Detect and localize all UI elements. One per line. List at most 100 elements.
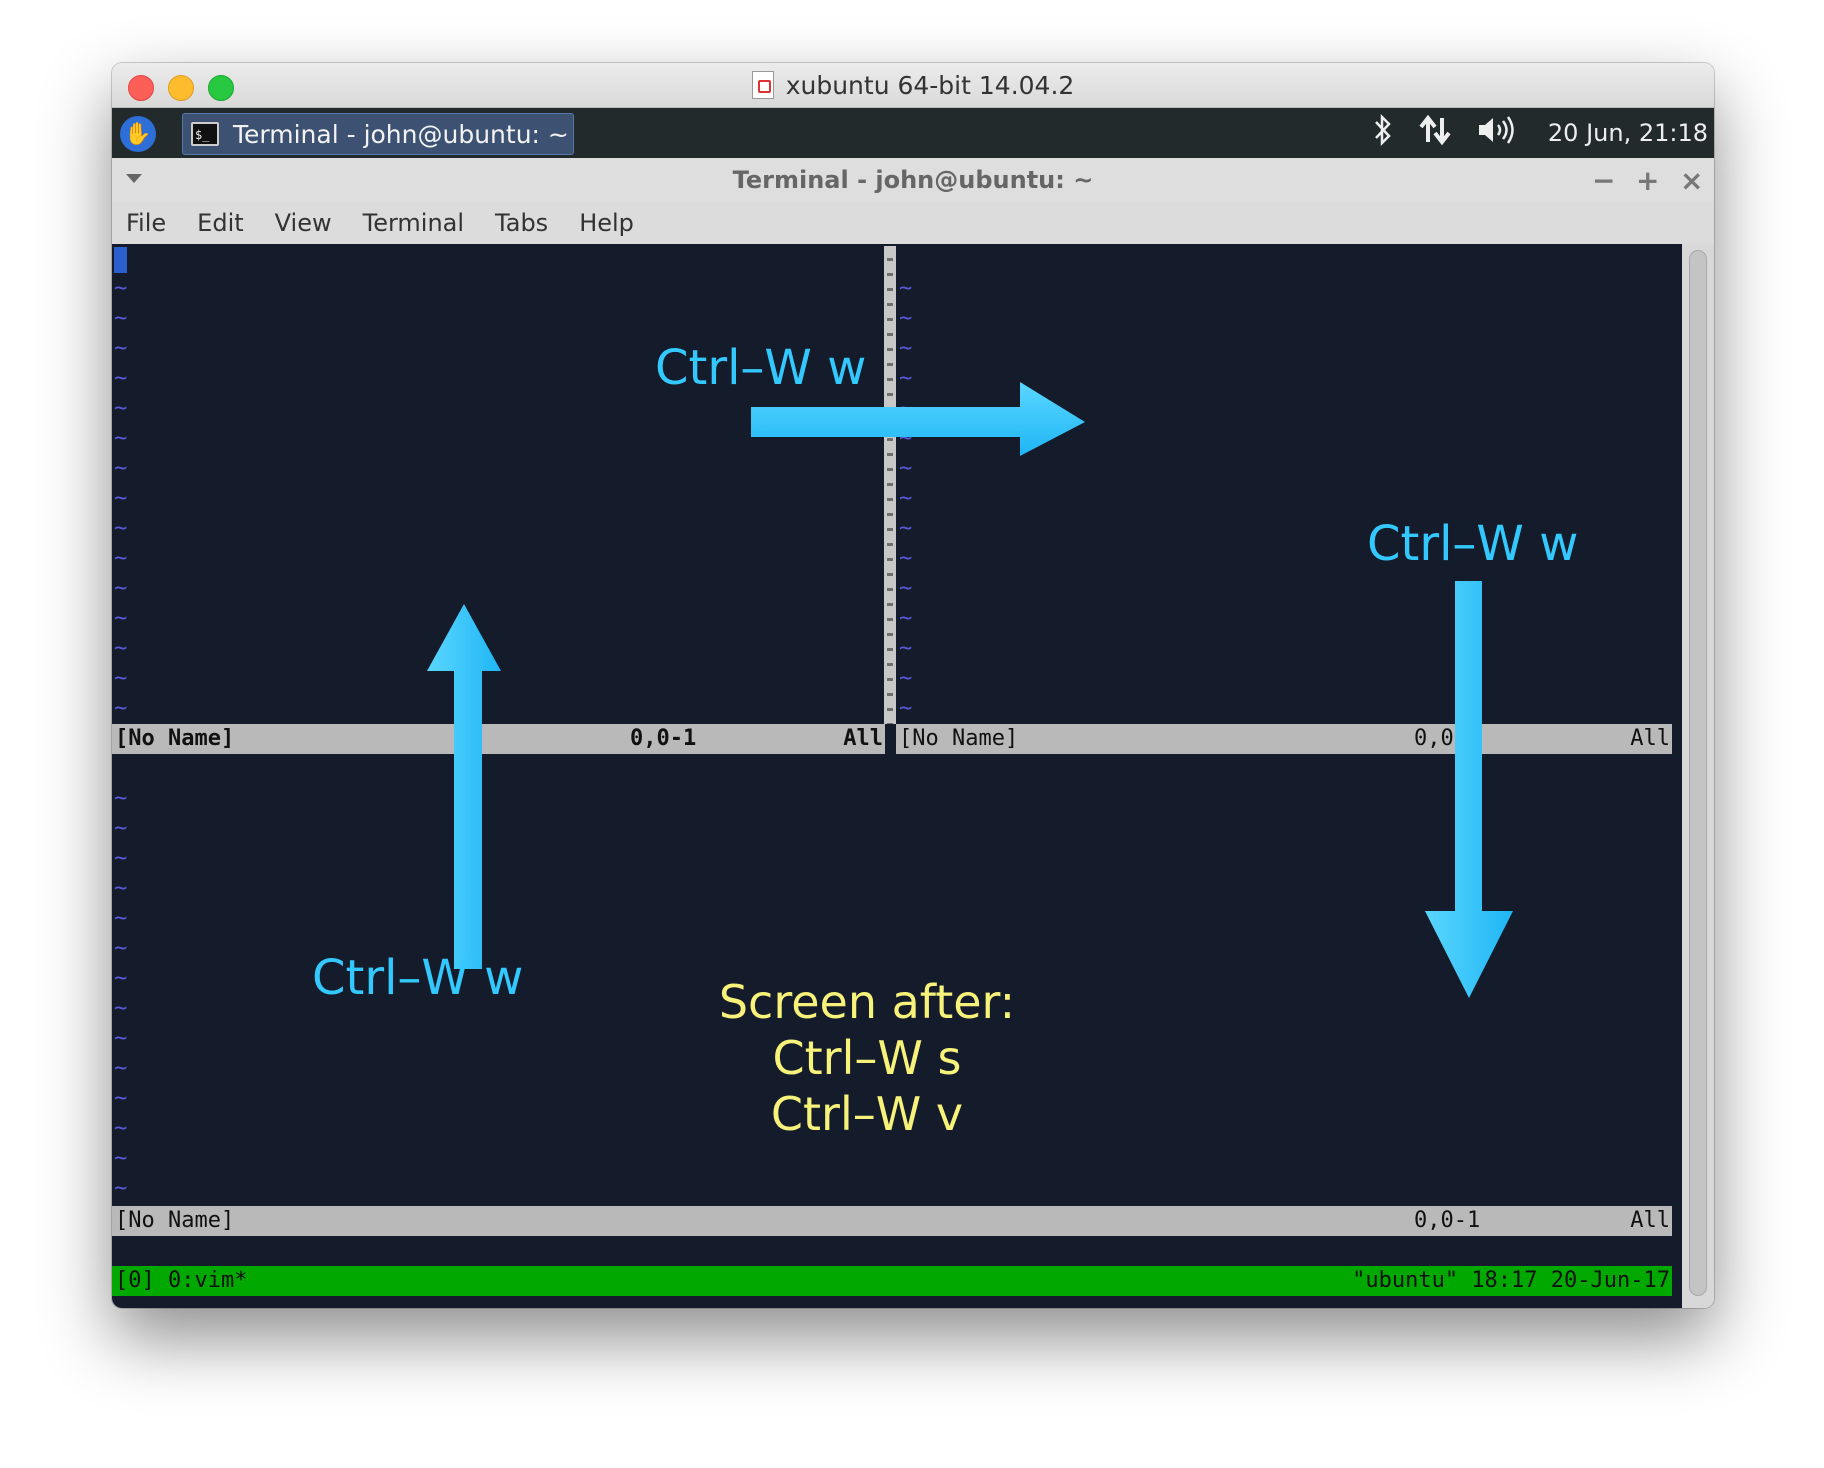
empty-line-tilde: ~ bbox=[899, 516, 913, 541]
annotation-right-arrow-label: Ctrl–W w bbox=[655, 340, 867, 396]
empty-line-tilde: ~ bbox=[899, 546, 913, 571]
menu-edit[interactable]: Edit bbox=[197, 209, 244, 237]
empty-line-tilde: ~ bbox=[899, 336, 913, 361]
empty-line-tilde: ~ bbox=[899, 306, 913, 331]
empty-line-tilde: ~ bbox=[114, 396, 128, 421]
xfce-panel: ✋ $_ Terminal - john@ubuntu: ~ 20 Jun, 2… bbox=[112, 108, 1714, 158]
vertical-split-divider[interactable] bbox=[884, 246, 896, 724]
note-line-2: Ctrl–W s bbox=[772, 1031, 962, 1085]
empty-line-tilde: ~ bbox=[114, 516, 128, 541]
right-arrow bbox=[751, 382, 1085, 456]
network-icon[interactable] bbox=[1418, 114, 1452, 153]
empty-line-tilde: ~ bbox=[899, 366, 913, 391]
annotation-down-arrow-label: Ctrl–W w bbox=[1367, 516, 1579, 572]
empty-line-tilde: ~ bbox=[899, 636, 913, 661]
empty-line-tilde: ~ bbox=[899, 456, 913, 481]
menu-file[interactable]: File bbox=[126, 209, 167, 237]
empty-line-tilde: ~ bbox=[114, 606, 128, 631]
down-arrow bbox=[1425, 581, 1513, 998]
statusline-top-left: [No Name] 0,0-1 All bbox=[112, 724, 885, 754]
window-menu-icon[interactable] bbox=[126, 174, 142, 183]
menu-view[interactable]: View bbox=[274, 209, 332, 237]
statusline-all: All bbox=[1630, 1208, 1670, 1233]
empty-line-tilde: ~ bbox=[899, 696, 913, 721]
empty-line-tilde: ~ bbox=[114, 546, 128, 571]
terminal-menubar: File Edit View Terminal Tabs Help bbox=[112, 202, 1714, 244]
statusline-name: [No Name] bbox=[115, 726, 235, 751]
volume-icon[interactable] bbox=[1476, 114, 1516, 153]
annotation-up-arrow-label: Ctrl–W w bbox=[312, 950, 524, 1006]
statusline-all: All bbox=[843, 726, 883, 751]
statusline-name: [No Name] bbox=[899, 726, 1019, 751]
host-title-text: xubuntu 64-bit 14.04.2 bbox=[785, 70, 1075, 100]
minimize-icon[interactable]: − bbox=[1592, 163, 1616, 197]
empty-line-tilde: ~ bbox=[114, 576, 128, 601]
document-icon bbox=[751, 71, 774, 99]
terminal-content[interactable]: ~ ~ ~ ~ ~ ~ ~ ~ ~ ~ ~ ~ ~ ~ ~ ~ ~ ~ ~ ~ ~ ~ ~ ~ ~ ~ ~ ~ ~ ~ ~ ~ ~ ~ ~ ~ ~ ~… bbox=[112, 244, 1682, 1308]
empty-line-tilde: ~ bbox=[114, 306, 128, 331]
menu-terminal[interactable]: Terminal bbox=[362, 209, 465, 237]
annotation-note: Screen after: Ctrl–W s Ctrl–W v bbox=[702, 974, 1032, 1142]
terminal-titlebar: Terminal - john@ubuntu: ~ − + × bbox=[112, 158, 1714, 202]
empty-line-tilde: ~ bbox=[114, 846, 128, 871]
empty-line-tilde: ~ bbox=[114, 816, 128, 841]
host-title: xubuntu 64-bit 14.04.2 bbox=[112, 63, 1714, 107]
statusline-name: [No Name] bbox=[115, 1208, 235, 1233]
empty-line-tilde: ~ bbox=[114, 666, 128, 691]
taskbar-label: Terminal - john@ubuntu: ~ bbox=[233, 119, 569, 149]
empty-line-tilde: ~ bbox=[899, 606, 913, 631]
menu-help[interactable]: Help bbox=[579, 209, 634, 237]
menu-tabs[interactable]: Tabs bbox=[495, 209, 549, 237]
scrollbar-thumb[interactable] bbox=[1689, 250, 1707, 1296]
empty-line-tilde: ~ bbox=[114, 456, 128, 481]
host-window: xubuntu 64-bit 14.04.2 ✋ $_ Terminal - j… bbox=[112, 63, 1714, 1308]
close-icon[interactable]: × bbox=[1680, 163, 1704, 197]
annotation-arrows bbox=[427, 382, 1513, 998]
empty-line-tilde: ~ bbox=[114, 786, 128, 811]
minimize-button[interactable] bbox=[168, 75, 194, 101]
panel-clock[interactable]: 20 Jun, 21:18 bbox=[1547, 119, 1708, 147]
empty-line-tilde: ~ bbox=[114, 426, 128, 451]
host-titlebar: xubuntu 64-bit 14.04.2 bbox=[112, 63, 1714, 108]
empty-line-tilde: ~ bbox=[899, 666, 913, 691]
tmux-window-list[interactable]: [0] 0:vim* bbox=[115, 1268, 248, 1293]
empty-line-tilde: ~ bbox=[114, 636, 128, 661]
terminal-window: Terminal - john@ubuntu: ~ − + × File Edi… bbox=[112, 158, 1714, 1308]
empty-line-tilde: ~ bbox=[114, 1056, 128, 1081]
empty-line-tilde: ~ bbox=[114, 1086, 128, 1111]
empty-line-tilde: ~ bbox=[114, 336, 128, 361]
note-line-3: Ctrl–W v bbox=[770, 1087, 964, 1141]
tilde-column-bottom: ~~~~~~~~~~~~~~ bbox=[114, 784, 127, 1204]
empty-line-tilde: ~ bbox=[114, 936, 128, 961]
empty-line-tilde: ~ bbox=[114, 1026, 128, 1051]
empty-line-tilde: ~ bbox=[114, 996, 128, 1021]
statusline-top-right: [No Name] 0,0-1 All bbox=[896, 724, 1672, 754]
maximize-icon[interactable]: + bbox=[1636, 163, 1660, 197]
empty-line-tilde: ~ bbox=[114, 486, 128, 511]
terminal-icon: $_ bbox=[191, 122, 219, 146]
tmux-status-bar: [0] 0:vim* "ubuntu" 18:17 20-Jun-17 bbox=[112, 1266, 1672, 1296]
empty-line-tilde: ~ bbox=[114, 876, 128, 901]
taskbar-terminal-button[interactable]: $_ Terminal - john@ubuntu: ~ bbox=[182, 113, 574, 155]
empty-line-tilde: ~ bbox=[114, 276, 128, 301]
tilde-column-top-left: ~~~~~~~~~~~~~~~ bbox=[114, 274, 127, 724]
close-button[interactable] bbox=[128, 75, 154, 101]
up-arrow bbox=[427, 604, 501, 969]
empty-line-tilde: ~ bbox=[114, 366, 128, 391]
note-line-1: Screen after: bbox=[718, 975, 1016, 1029]
empty-line-tilde: ~ bbox=[899, 486, 913, 511]
terminal-title: Terminal - john@ubuntu: ~ bbox=[732, 166, 1094, 194]
statusline-all: All bbox=[1630, 726, 1670, 751]
statusline-bottom: [No Name] 0,0-1 All bbox=[112, 1206, 1672, 1236]
terminal-scrollbar[interactable] bbox=[1682, 244, 1714, 1308]
tmux-host-clock: "ubuntu" 18:17 20-Jun-17 bbox=[1352, 1268, 1670, 1293]
xfce-mouse-icon[interactable]: ✋ bbox=[120, 116, 156, 152]
bluetooth-icon[interactable] bbox=[1372, 113, 1394, 153]
vim-cursor bbox=[114, 247, 127, 273]
zoom-button[interactable] bbox=[208, 75, 234, 101]
empty-line-tilde: ~ bbox=[114, 906, 128, 931]
statusline-position: 0,0-1 bbox=[1414, 1208, 1481, 1233]
empty-line-tilde: ~ bbox=[114, 966, 128, 991]
empty-line-tilde: ~ bbox=[899, 276, 913, 301]
empty-line-tilde: ~ bbox=[114, 1146, 128, 1171]
